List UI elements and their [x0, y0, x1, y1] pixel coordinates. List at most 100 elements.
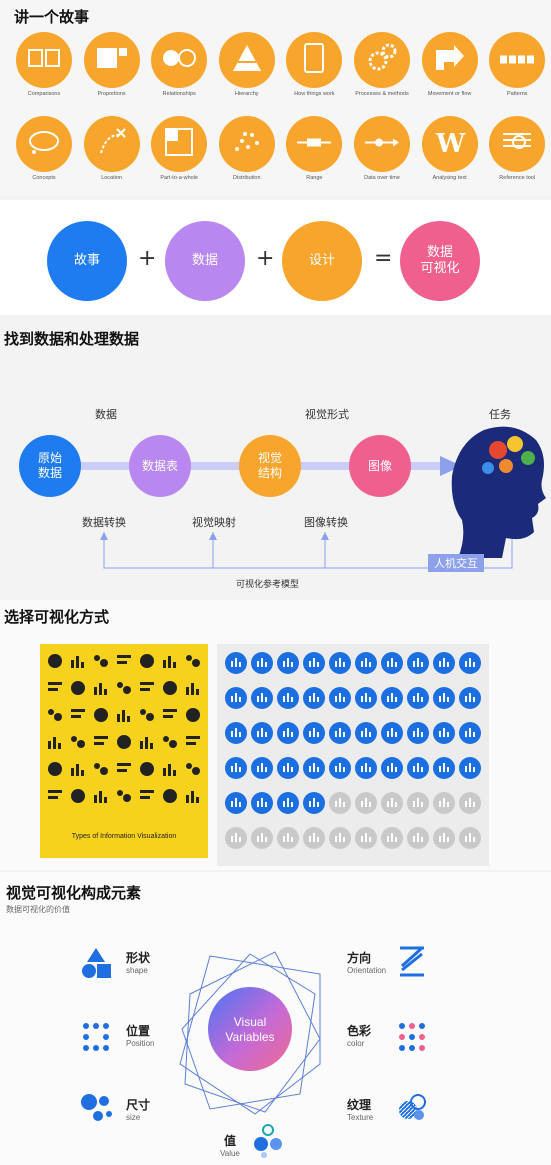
- visual-structure-line1: 视觉: [257, 451, 282, 465]
- position-title: 位置: [126, 1024, 151, 1038]
- vis-thumbnail: [138, 706, 156, 724]
- chart-type-icon: [459, 792, 481, 814]
- story-type-circle: [286, 116, 343, 172]
- value-title: 值: [224, 1134, 237, 1148]
- chart-type-icon: [303, 827, 325, 849]
- vis-thumbnail: [184, 652, 202, 670]
- chart-type-icon: [407, 687, 429, 709]
- process-flow-lines: [60, 426, 546, 569]
- story-type-label: Distribution: [233, 175, 261, 181]
- chart-type-icon: [329, 687, 351, 709]
- chart-type-icon: [381, 827, 403, 849]
- chart-type-icon: [277, 757, 299, 779]
- gears-icon: [367, 43, 397, 77]
- vis-thumbnail: [46, 760, 64, 778]
- distribution-icon: [232, 129, 262, 159]
- chart-type-icon: [277, 687, 299, 709]
- story-type-item: Range: [284, 116, 344, 181]
- hci-label: 人机交互: [428, 554, 484, 572]
- vis-thumbnail: [161, 787, 179, 805]
- story-type-item: Processes & methods: [352, 32, 412, 97]
- chart-type-icon: [355, 722, 377, 744]
- story-type-label: Processes & methods: [355, 91, 409, 97]
- image-label: 图像: [367, 458, 392, 473]
- chart-type-icon: [355, 652, 377, 674]
- vis-thumbnail: [46, 706, 64, 724]
- chart-type-icon: [433, 687, 455, 709]
- reference-model-caption: 可视化参考模型: [236, 580, 300, 590]
- story-type-item: Patterns: [487, 32, 547, 97]
- vis-thumbnail: [184, 760, 202, 778]
- chart-type-icon: [251, 792, 273, 814]
- data-label: 数据: [191, 253, 218, 268]
- story-type-item: Distribution: [217, 116, 277, 181]
- chart-type-icon: [329, 722, 351, 744]
- poster-caption: Types of Information Visualization: [40, 816, 208, 858]
- size-title: 尺寸: [126, 1098, 151, 1112]
- story-type-label: Relationships: [162, 91, 196, 97]
- process-section: 找到数据和处理数据 数据 视觉形式 任务 原始 数据 数据表 视觉 结构 图像 …: [0, 318, 551, 598]
- chart-type-icon: [381, 722, 403, 744]
- story-type-label: How things work: [294, 91, 335, 97]
- shape-sub: shape: [126, 966, 148, 975]
- visual-structure-node: 视觉 结构: [239, 435, 301, 497]
- vis-thumbnail: [46, 787, 64, 805]
- raw-data-node: 原始 数据: [19, 435, 81, 497]
- image-node: 图像: [349, 435, 411, 497]
- position-sub: Position: [126, 1039, 155, 1048]
- story-type-label: Range: [306, 175, 323, 181]
- data-transform-label: 数据转换: [82, 516, 126, 529]
- chart-type-icon: [251, 652, 273, 674]
- shape-title: 形状: [126, 951, 151, 965]
- plus-sign: +: [256, 246, 275, 271]
- chart-type-icon: [303, 757, 325, 779]
- section-subtitle: 数据可视化的价值: [6, 905, 70, 914]
- vis-thumbnail: [138, 787, 156, 805]
- story-type-label: Proportions: [97, 91, 126, 97]
- story-type-circle: [354, 116, 410, 172]
- color-sub: color: [347, 1039, 365, 1048]
- flow-arrow-icon: [434, 44, 466, 76]
- chart-type-icon: [381, 652, 403, 674]
- chart-type-icon: [459, 827, 481, 849]
- size-sub: size: [126, 1113, 141, 1122]
- chart-type-icon: [277, 652, 299, 674]
- chart-type-icon: [355, 757, 377, 779]
- story-type-label: Part-to-a-whole: [160, 175, 198, 181]
- chart-type-icon: [329, 652, 351, 674]
- proportion-icon: [96, 46, 128, 74]
- vis-thumbnail: [138, 733, 156, 751]
- vis-thumbnail: [184, 706, 202, 724]
- section-title: 视觉可视化构成元素: [6, 884, 142, 902]
- label-task: 任务: [489, 408, 511, 421]
- result-label-line1: 数据: [426, 245, 453, 260]
- vis-thumbnail: [69, 652, 87, 670]
- vis-thumbnail: [92, 652, 110, 670]
- visual-variables-line2: Variables: [225, 1030, 275, 1044]
- design-ball: 设计: [282, 221, 362, 301]
- result-ball: 数据 可视化: [400, 221, 480, 301]
- svg-text:W: W: [435, 129, 466, 156]
- story-type-circle: [16, 116, 72, 172]
- story-type-circle: [489, 32, 546, 88]
- comparison-icon: [28, 48, 60, 72]
- equation-section: 故事 + 数据 + 设计 = 数据 可视化: [0, 200, 551, 315]
- color-title: 色彩: [347, 1024, 372, 1038]
- vis-thumbnail: [46, 733, 64, 751]
- chart-type-icon: [277, 792, 299, 814]
- blue-vis-catalog: [217, 644, 489, 866]
- chart-type-icon: [251, 722, 273, 744]
- label-visual-form: 视觉形式: [305, 408, 349, 421]
- device-icon: [302, 43, 326, 77]
- story-type-item: Part-to-a-whole: [149, 116, 209, 181]
- chart-type-icon: [407, 792, 429, 814]
- equals-sign: =: [374, 246, 393, 271]
- chart-type-icon: [381, 757, 403, 779]
- section-title: 选择可视化方式: [4, 608, 110, 626]
- chart-type-icon: [329, 757, 351, 779]
- vis-thumbnail: [115, 679, 133, 697]
- vis-thumbnail: [92, 787, 110, 805]
- result-label-line2: 可视化: [420, 261, 460, 276]
- chart-type-icon: [407, 722, 429, 744]
- story-label: 故事: [73, 253, 100, 268]
